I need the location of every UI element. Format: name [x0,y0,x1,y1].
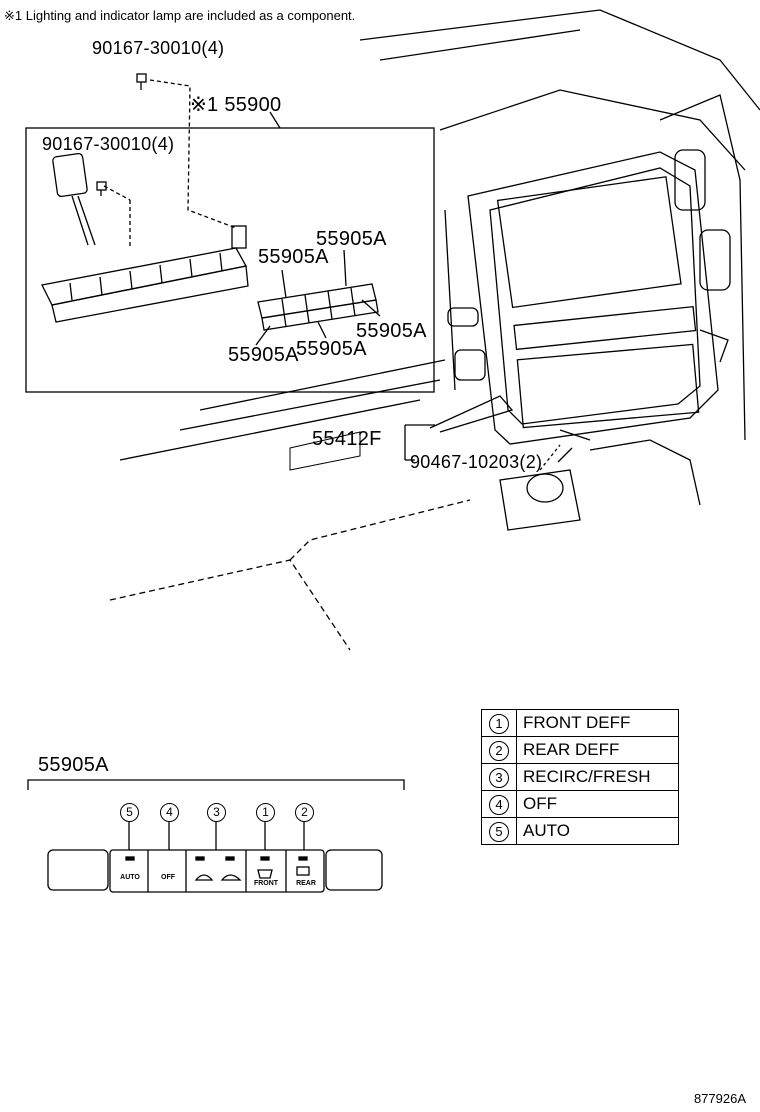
detail-switch-panel [47,849,383,893]
callout-switch-a: 55905A [316,228,387,250]
fresh-icon [220,874,242,881]
legend-number: 1 [489,713,509,734]
dashboard-surround [109,9,760,651]
button-label-rear: REAR [296,880,316,887]
callout-clip: 90467-10203(2) [410,452,543,472]
screw-inner-icon [96,181,107,196]
legend-number: 4 [489,794,509,815]
assembly-box [25,127,435,393]
legend-row: 4 OFF [481,790,679,818]
legend-table: 1 FRONT DEFF 2 REAR DEFF 3 RECIRC/FRESH … [481,709,679,845]
screw-top-icon [136,73,147,90]
rear-defrost-icon [296,866,310,876]
figure-code: 877926A [693,1091,746,1106]
control-panel-housing [41,152,249,323]
button-number-2: 2 [295,803,314,822]
callout-switch-e: 55905A [296,338,367,360]
button-label-auto: AUTO [120,874,140,881]
legend-label: REAR DEFF [516,736,679,764]
callout-switch-b: 55905A [258,246,329,268]
front-defrost-icon [257,869,273,879]
legend-row: 3 RECIRC/FRESH [481,763,679,791]
button-label-front: FRONT [253,880,279,887]
legend-number: 2 [489,740,509,761]
callout-bezel: 55412F [312,428,382,450]
button-number-4: 4 [160,803,179,822]
dashboard-bezel [404,151,719,461]
legend-label: AUTO [516,817,679,845]
recirc-icon [194,874,214,881]
callout-assembly: ※1 55900 [190,94,282,116]
legend-label: RECIRC/FRESH [516,763,679,791]
callout-screw-inner: 90167-30010(4) [42,134,175,154]
button-number-5: 5 [120,803,139,822]
detail-bracket [27,779,405,790]
button-number-3: 3 [207,803,226,822]
legend-label: FRONT DEFF [516,709,679,737]
callout-screw-top: 90167-30010(4) [92,38,225,58]
switch-group [257,283,379,331]
legend-row: 1 FRONT DEFF [481,709,679,737]
detail-title: 55905A [38,754,109,776]
callout-switch-d: 55905A [228,344,299,366]
lighting-note: ※1 Lighting and indicator lamp are inclu… [4,8,356,23]
button-label-off: OFF [161,874,175,881]
legend-number: 3 [489,767,509,788]
button-number-1: 1 [256,803,275,822]
callout-switch-c: 55905A [356,320,427,342]
legend-label: OFF [516,790,679,818]
legend-number: 5 [489,821,509,842]
legend-row: 5 AUTO [481,817,679,845]
legend-row: 2 REAR DEFF [481,736,679,764]
